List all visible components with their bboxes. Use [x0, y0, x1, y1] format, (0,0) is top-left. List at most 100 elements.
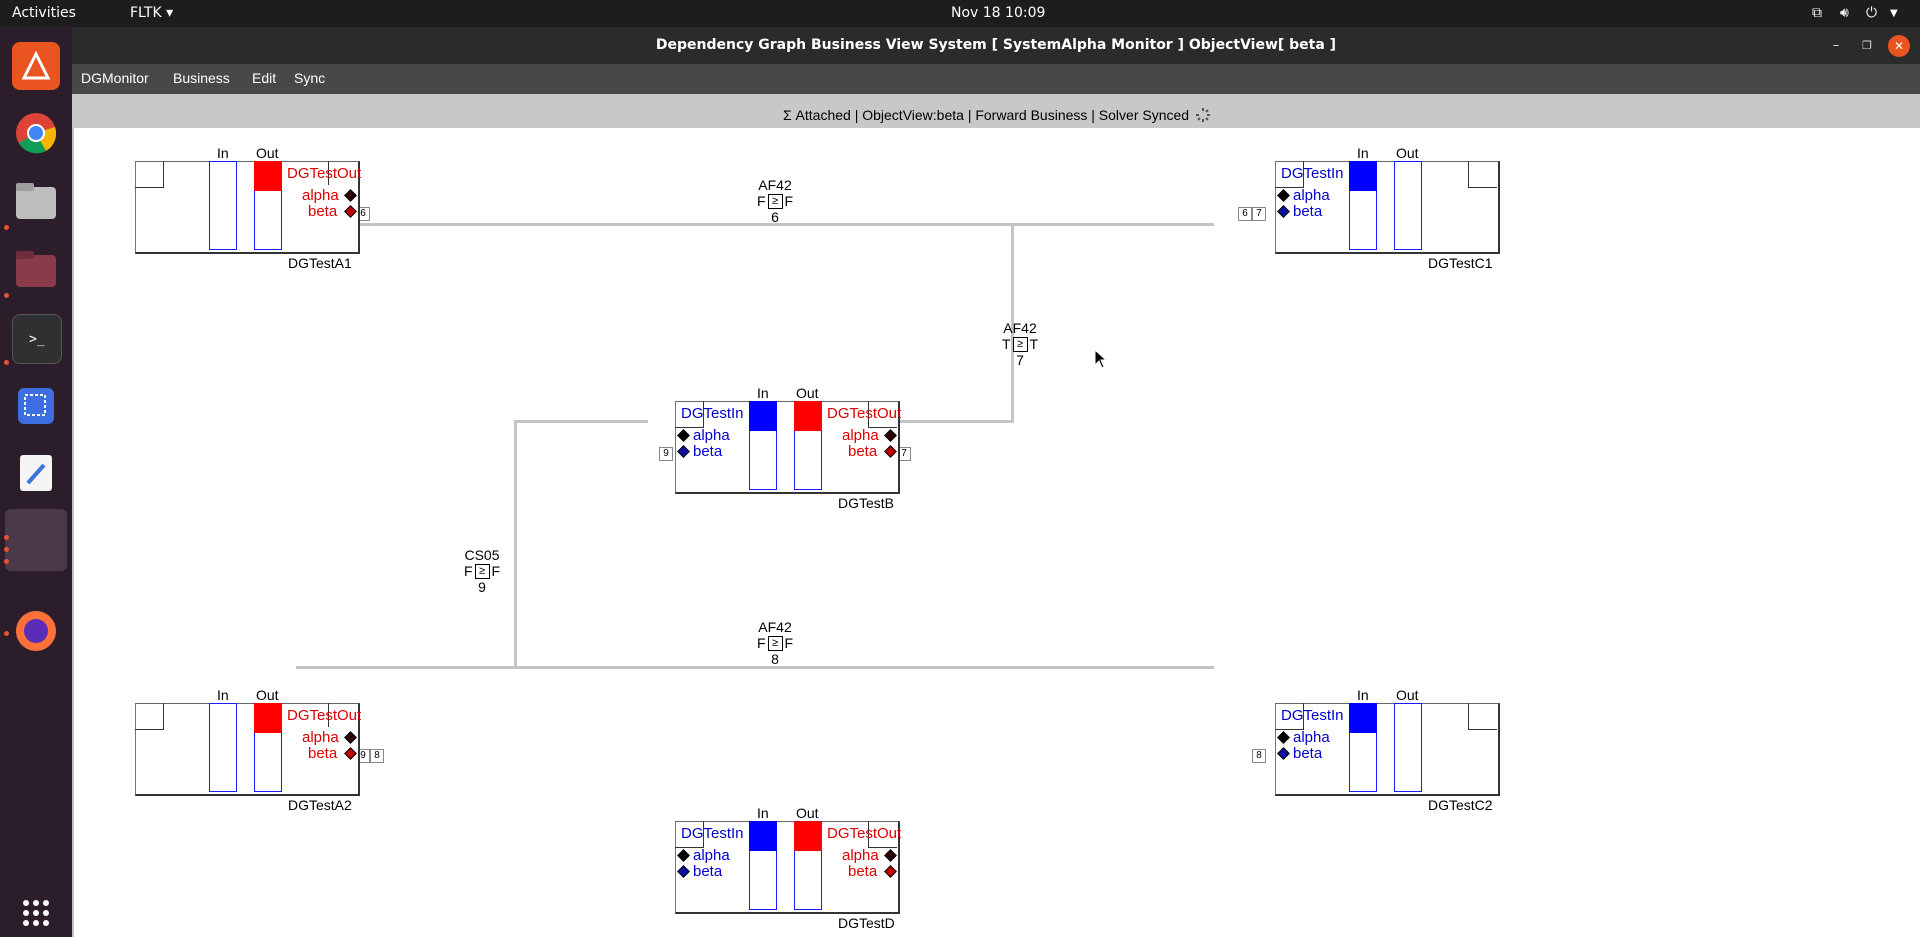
activities-button[interactable]: Activities: [12, 5, 76, 21]
edge-number: 6: [771, 209, 779, 225]
node-dgtestc1[interactable]: In Out DGTestIn alpha beta DGTestC1: [1275, 145, 1500, 271]
out-field-beta: beta: [848, 443, 878, 460]
edge-right-flag: F: [784, 193, 794, 209]
field-alpha: alpha: [1293, 187, 1330, 204]
node-name: DGTestC1: [1428, 255, 1493, 271]
edge-b-c1-vertical[interactable]: [1011, 223, 1014, 423]
out-bar: [794, 821, 822, 910]
edge-right-flag: F: [491, 563, 501, 579]
running-indicator: [4, 631, 9, 636]
graph-canvas[interactable]: AF42 F≥F 6 AF42 T≥T 7 CS05 F≥F 9 AF42 F≥…: [74, 128, 1920, 937]
node-corner: [675, 821, 704, 848]
in-field-beta: beta: [693, 863, 723, 880]
menu-business[interactable]: Business: [173, 70, 230, 86]
node-type-label: DGTestIn: [1281, 165, 1344, 182]
out-bar: [1394, 161, 1422, 250]
out-bar: [794, 401, 822, 490]
terminal-icon[interactable]: >_: [12, 314, 62, 364]
edge-number: 9: [478, 579, 486, 595]
network-icon[interactable]: ⧉: [1812, 5, 1822, 21]
firefox-icon[interactable]: [12, 607, 60, 655]
close-button[interactable]: ✕: [1888, 35, 1910, 57]
volume-icon[interactable]: 🔊︎: [1840, 5, 1849, 21]
output-type-label: DGTestOut: [827, 825, 902, 842]
node-dgtestc2[interactable]: In Out DGTestIn alpha beta DGTestC2: [1275, 687, 1500, 813]
node-corner: [328, 703, 357, 727]
field-alpha: alpha: [1293, 729, 1330, 746]
menu-sync[interactable]: Sync: [294, 70, 326, 86]
in-header: In: [1357, 145, 1369, 161]
out-level: [254, 161, 282, 191]
folder-icon[interactable]: [12, 245, 60, 293]
in-bar: [209, 161, 237, 250]
running-indicator: [4, 225, 9, 230]
in-field-alpha: alpha: [693, 427, 730, 444]
node-dgtestd[interactable]: In Out DGTestIn DGTestOut alpha beta alp…: [675, 805, 902, 931]
edge-a2-b-horizontal[interactable]: [514, 420, 648, 423]
edge-a2-b-vertical[interactable]: [514, 420, 517, 669]
fltk-app-icon[interactable]: [5, 509, 67, 571]
node-corner: [1468, 161, 1497, 188]
node-name: DGTestD: [838, 915, 895, 931]
edge-label-bottom[interactable]: AF42 F≥F 8: [745, 619, 805, 667]
chrome-icon[interactable]: [12, 109, 60, 157]
in-level: [749, 401, 777, 431]
edge-number: 7: [1016, 352, 1024, 368]
edge-a1-c1[interactable]: [296, 223, 1214, 226]
node-frame: [675, 821, 900, 914]
clock[interactable]: Nov 18 10:09: [951, 5, 1046, 21]
node-dgtesta1[interactable]: In Out DGTestOut alpha beta DGTestA1: [135, 145, 362, 271]
out-header: Out: [796, 805, 819, 821]
in-header: In: [757, 805, 769, 821]
status-text: Σ Attached | ObjectView:beta | Forward B…: [783, 107, 1190, 123]
node-name: DGTestB: [838, 495, 895, 511]
field-alpha: alpha: [302, 729, 339, 746]
out-header: Out: [1396, 687, 1419, 703]
edge-label-top[interactable]: AF42 F≥F 6: [745, 177, 805, 225]
running-indicator: [4, 360, 9, 365]
in-bar: [209, 703, 237, 792]
field-beta: beta: [1293, 203, 1323, 220]
edge-left-flag: F: [756, 635, 766, 651]
port-label: 8: [370, 749, 384, 763]
node-dgtestb[interactable]: In Out DGTestIn DGTestOut alpha beta alp…: [675, 385, 902, 511]
port-label: 6: [1238, 207, 1252, 221]
edge-a2-c2[interactable]: [296, 666, 1214, 669]
power-icon[interactable]: ⏻: [1866, 5, 1878, 21]
running-indicator: [4, 547, 9, 552]
node-corner: [675, 401, 704, 428]
in-level: [1349, 703, 1377, 733]
in-level: [1349, 161, 1377, 191]
running-indicator: [4, 535, 9, 540]
app-grid-icon[interactable]: [12, 889, 60, 937]
in-field-alpha: alpha: [693, 847, 730, 864]
out-field-beta: beta: [848, 863, 878, 880]
field-beta: beta: [1293, 745, 1323, 762]
system-menu-chevron-icon[interactable]: ▼: [1890, 8, 1898, 19]
node-frame: [135, 161, 360, 254]
in-header: In: [217, 145, 229, 161]
node-type-label: DGTestOut: [287, 165, 362, 182]
menu-dgmonitor[interactable]: DGMonitor: [81, 70, 149, 86]
screenshot-icon[interactable]: [12, 382, 60, 430]
text-editor-icon[interactable]: [12, 449, 60, 497]
edge-label-mid[interactable]: AF42 T≥T 7: [990, 320, 1050, 368]
running-indicator: [4, 293, 9, 298]
field-alpha: alpha: [302, 187, 339, 204]
field-beta: beta: [308, 745, 338, 762]
node-dgtesta2[interactable]: In Out DGTestOut alpha beta DGTestA2: [135, 687, 362, 813]
files-icon[interactable]: [12, 177, 60, 225]
minimize-button[interactable]: –: [1832, 38, 1840, 53]
edge-left-flag: F: [463, 563, 473, 579]
output-type-label: DGTestOut: [827, 405, 902, 422]
software-center-icon[interactable]: [12, 42, 60, 90]
edge-left-flag: T: [1001, 336, 1011, 352]
app-menu-button[interactable]: FLTK ▾: [130, 5, 174, 21]
window-titlebar[interactable]: Dependency Graph Business View System [ …: [72, 27, 1920, 64]
maximize-button[interactable]: ❐: [1862, 39, 1872, 52]
dependency-icon: ≥: [767, 635, 783, 651]
node-type-label: DGTestOut: [287, 707, 362, 724]
edge-number: 8: [771, 651, 779, 667]
menu-edit[interactable]: Edit: [252, 70, 277, 86]
edge-label-cs05[interactable]: CS05 F≥F 9: [452, 547, 512, 595]
